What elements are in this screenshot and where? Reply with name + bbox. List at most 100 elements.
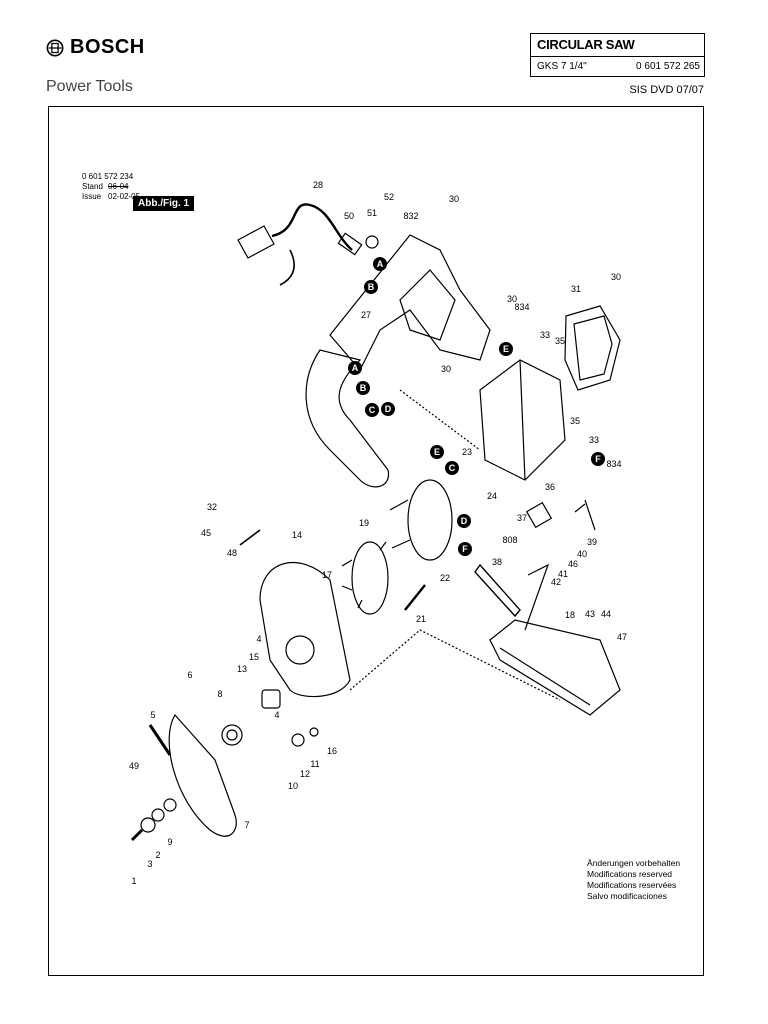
base-plate-icon <box>489 619 621 716</box>
part-callout-16: 16 <box>327 746 337 756</box>
part-callout-24: 24 <box>487 491 497 501</box>
drawing-number: 0 601 572 234 <box>82 172 134 181</box>
stand-label: Stand <box>82 182 103 191</box>
marker-b: B <box>364 280 378 294</box>
svg-text:D: D <box>461 516 468 526</box>
svg-text:A: A <box>377 259 384 269</box>
fan-icon <box>351 541 389 615</box>
part-callout-48: 48 <box>227 548 237 558</box>
part-callout-40: 40 <box>577 549 587 559</box>
part-callout-3: 3 <box>147 859 152 869</box>
part-callout-30: 30 <box>507 294 517 304</box>
issue-label: Issue <box>82 192 102 201</box>
part-callout-50: 50 <box>344 211 354 221</box>
blade-guard-icon <box>259 562 351 698</box>
svg-text:F: F <box>462 544 468 554</box>
note-fr: Modifications reservées <box>587 880 677 890</box>
stand-row: Stand 06-04 <box>82 182 140 192</box>
part-callout-17: 17 <box>322 570 332 580</box>
part-callout-9: 9 <box>167 837 172 847</box>
part-callout-39: 39 <box>587 537 597 547</box>
part-callout-42: 42 <box>551 577 561 587</box>
marker-e: E <box>430 445 444 459</box>
part-callout-11: 11 <box>310 759 319 769</box>
title-divider <box>531 56 704 57</box>
part-callout-45: 45 <box>201 528 211 538</box>
part-callout-35: 35 <box>570 416 580 426</box>
part-callout-33: 33 <box>589 435 599 445</box>
part-callout-22: 22 <box>440 573 450 583</box>
note-en: Modifications reserved <box>587 869 673 879</box>
part-callout-44: 44 <box>601 609 611 619</box>
part-callout-41: 41 <box>558 569 568 579</box>
svg-text:E: E <box>434 447 440 457</box>
svg-text:A: A <box>352 363 359 373</box>
marker-c: C <box>445 461 459 475</box>
part-callout-19: 19 <box>359 518 369 528</box>
part-callout-21: 21 <box>416 614 426 624</box>
svg-text:B: B <box>360 383 367 393</box>
part-callout-37: 37 <box>517 513 527 523</box>
part-callout-27: 27 <box>361 310 371 320</box>
part-callout-13: 13 <box>237 664 247 674</box>
marker-a: A <box>348 361 362 375</box>
part-callout-36: 36 <box>545 482 555 492</box>
marker-f: F <box>458 542 472 556</box>
marker-a: A <box>373 257 387 271</box>
brush-cover-icon <box>564 305 621 391</box>
marker-d: D <box>457 514 471 528</box>
svg-text:D: D <box>385 404 392 414</box>
document-title: CIRCULAR SAW <box>537 37 635 52</box>
issue-row: Issue 02-02-05 <box>82 192 140 202</box>
part-callout-30: 30 <box>441 364 451 374</box>
svg-text:C: C <box>449 463 456 473</box>
part-callout-52: 52 <box>384 192 394 202</box>
svg-text:E: E <box>503 344 509 354</box>
part-callout-18: 18 <box>565 610 575 620</box>
armature-icon <box>407 479 453 561</box>
lower-guard-icon <box>168 713 237 837</box>
part-callout-832: 832 <box>403 211 418 221</box>
part-callout-7: 7 <box>244 820 249 830</box>
part-callout-10: 10 <box>288 781 298 791</box>
part-callout-4: 4 <box>256 634 261 644</box>
drawing-frame <box>48 106 704 976</box>
svg-text:F: F <box>595 454 601 464</box>
part-callout-834: 834 <box>606 459 621 469</box>
part-callout-14: 14 <box>292 530 302 540</box>
part-callout-12: 12 <box>300 769 310 779</box>
part-callout-51: 51 <box>367 208 377 218</box>
marker-f: F <box>591 452 605 466</box>
marker-c: C <box>365 403 379 417</box>
note-es: Salvo modificaciones <box>587 891 667 901</box>
part-callout-808: 808 <box>502 535 517 545</box>
marker-d: D <box>381 402 395 416</box>
marker-e: E <box>499 342 513 356</box>
svg-text:B: B <box>368 282 375 292</box>
part-callout-2: 2 <box>155 850 160 860</box>
svg-text:C: C <box>369 405 376 415</box>
part-callout-46: 46 <box>568 559 578 569</box>
part-callout-4: 4 <box>274 710 279 720</box>
part-callout-30: 30 <box>449 194 459 204</box>
issue-value: 02-02-05 <box>108 192 141 201</box>
edition-label: SIS DVD 07/07 <box>629 84 704 96</box>
part-callout-5: 5 <box>150 710 155 720</box>
marker-b: B <box>356 381 370 395</box>
part-callout-28: 28 <box>313 180 323 190</box>
part-callout-49: 49 <box>129 761 139 771</box>
revision-notes: Änderungen vorbehalten Modifications res… <box>587 858 680 902</box>
part-callout-8: 8 <box>217 689 222 699</box>
part-callout-32: 32 <box>207 502 217 512</box>
part-callout-47: 47 <box>617 632 627 642</box>
bosch-logo-icon <box>46 39 64 56</box>
title-block: CIRCULAR SAW GKS 7 1/4" 0 601 572 265 <box>530 33 705 77</box>
part-callout-6: 6 <box>187 670 192 680</box>
brand-subtitle: Power Tools <box>46 78 133 95</box>
plug-icon <box>237 225 275 259</box>
part-callout-31: 31 <box>571 284 581 294</box>
part-number: 0 601 572 265 <box>636 61 700 72</box>
